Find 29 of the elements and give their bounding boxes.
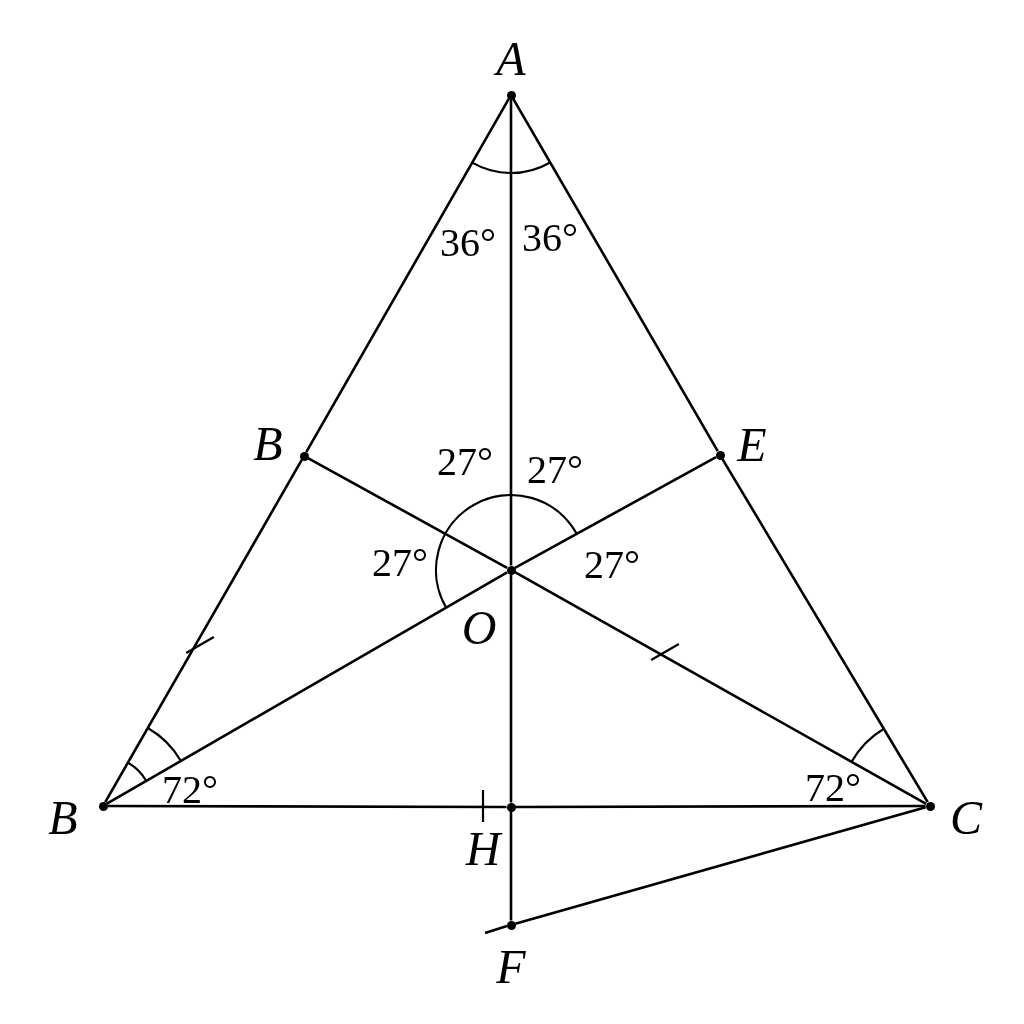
line-segment [721, 458, 929, 803]
angle-label: 27° [584, 545, 640, 585]
line-segment [509, 99, 513, 566]
point-label: B [253, 420, 283, 468]
line-segment [307, 457, 508, 569]
point-label: C [950, 794, 982, 842]
angle-label: 72° [162, 770, 218, 810]
angle-label: 72° [805, 768, 861, 808]
point-label: E [737, 421, 767, 469]
angle-label: 27° [372, 543, 428, 583]
line-segment [305, 98, 510, 453]
line-segment [514, 456, 717, 569]
angle-label: 36° [522, 218, 578, 258]
point-label: F [496, 943, 526, 991]
line-segment [509, 811, 513, 921]
point-label: O [461, 604, 497, 652]
angle-label: 27° [527, 450, 583, 490]
angle-label: 27° [437, 442, 493, 482]
line-segment [515, 804, 926, 809]
angle-label: 36° [440, 223, 496, 263]
line-segment [514, 805, 927, 926]
line-segment [107, 804, 507, 809]
line-segment [512, 98, 719, 452]
point-label: H [465, 825, 501, 873]
line-segment [106, 571, 508, 805]
line-segment [104, 459, 303, 803]
line-segment [514, 571, 927, 805]
line-segment [509, 574, 513, 803]
point-label: B [48, 794, 78, 842]
